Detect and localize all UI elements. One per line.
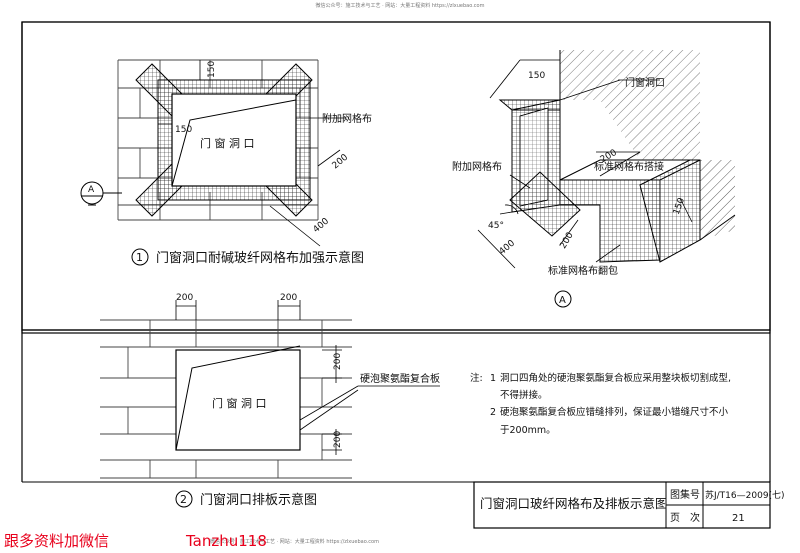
note-1-num: 1	[490, 373, 496, 384]
note-2-num: 2	[490, 407, 496, 418]
board-label: 硬泡聚氨酯复合板	[360, 372, 440, 385]
sheet-frame	[21, 21, 771, 334]
dim-150-left: 150	[175, 125, 192, 135]
note-2-line1: 硬泡聚氨酯复合板应错缝排列，保证最小错缝尺寸不小	[500, 406, 729, 418]
dim-150-top: 150	[207, 61, 217, 78]
note-1-line1: 洞口四角处的硬泡聚氨酯复合板应采用整块板切割成型,	[500, 372, 731, 384]
A-dim-400: 400	[497, 238, 517, 257]
dim-200: 200	[331, 152, 351, 171]
title-block-title: 门窗洞口玻纤网格布及排板示意图	[480, 496, 668, 511]
A-dim-200: 200	[558, 231, 575, 251]
top-watermark: 微信公众号：施工技术与工艺 · 网站：大量工程资料 https://zlxueb…	[315, 3, 485, 9]
bottom-watermark: 微信公众号：施工技术与工艺 · 网站：大量工程资料 https://zlxueb…	[210, 539, 379, 545]
A-std-wrap-label: 标准网格布翻包	[548, 264, 618, 277]
title-block: 门窗洞口玻纤网格布及排板示意图 图集号 苏J/T16—2009(七) 页 次 2…	[473, 481, 785, 529]
A-std-lap-label: 标准网格布搭接	[594, 160, 664, 173]
mesh-label: 附加网格布	[322, 112, 372, 125]
notes: 注: 1 洞口四角处的硬泡聚氨酯复合板应采用整块板切割成型, 不得拼接。 2 硬…	[470, 372, 731, 436]
A-mesh-label: 附加网格布	[452, 160, 502, 173]
overlay-left-text: 跟多资料加微信	[4, 532, 110, 550]
A-angle: 45°	[488, 221, 504, 231]
note-2-line2: 于200mm。	[500, 425, 556, 436]
atlas-value: 苏J/T16—2009(七)	[705, 489, 785, 501]
dim-400: 400	[311, 216, 331, 235]
overlay-right-text: Tanzhu118	[186, 532, 267, 550]
caption-2: 门窗洞口排板示意图	[200, 492, 317, 508]
opening-label-1: 门 窗 洞 口	[200, 136, 255, 150]
dim-top-left: 200	[176, 293, 193, 303]
notes-prefix: 注:	[470, 372, 483, 384]
section-mark-A: A	[88, 185, 95, 195]
note-1-line2: 不得拼接。	[500, 389, 548, 401]
figure-2: 200 200 200 200 硬泡聚氨酯复合板 门 窗 洞 口 2 门窗洞口排…	[100, 293, 440, 508]
A-opening-label: 门窗洞口	[625, 76, 665, 89]
page-value: 21	[732, 513, 745, 524]
figure-A: 150 门窗洞口 附加网格布 标准网格布搭接 200 150 45° 400 2…	[452, 50, 736, 308]
caption-2-num: 2	[180, 493, 187, 506]
dim-top-right: 200	[280, 293, 297, 303]
caption-1: 门窗洞口耐碱玻纤网格布加强示意图	[156, 250, 364, 266]
A-section-mark: A	[559, 295, 566, 306]
caption-1-num: 1	[136, 251, 143, 264]
dim-right-top: 200	[333, 353, 343, 370]
A-dim-150-top: 150	[528, 71, 545, 81]
page-label: 页 次	[670, 511, 700, 524]
opening-label-2: 门 窗 洞 口	[212, 396, 267, 410]
atlas-label: 图集号	[670, 488, 700, 501]
dim-right-bottom: 200	[333, 431, 343, 448]
figure-1: 150 150 200 400 附加网格布 门 窗 洞 口 A 1 门窗洞口耐碱…	[80, 59, 372, 266]
